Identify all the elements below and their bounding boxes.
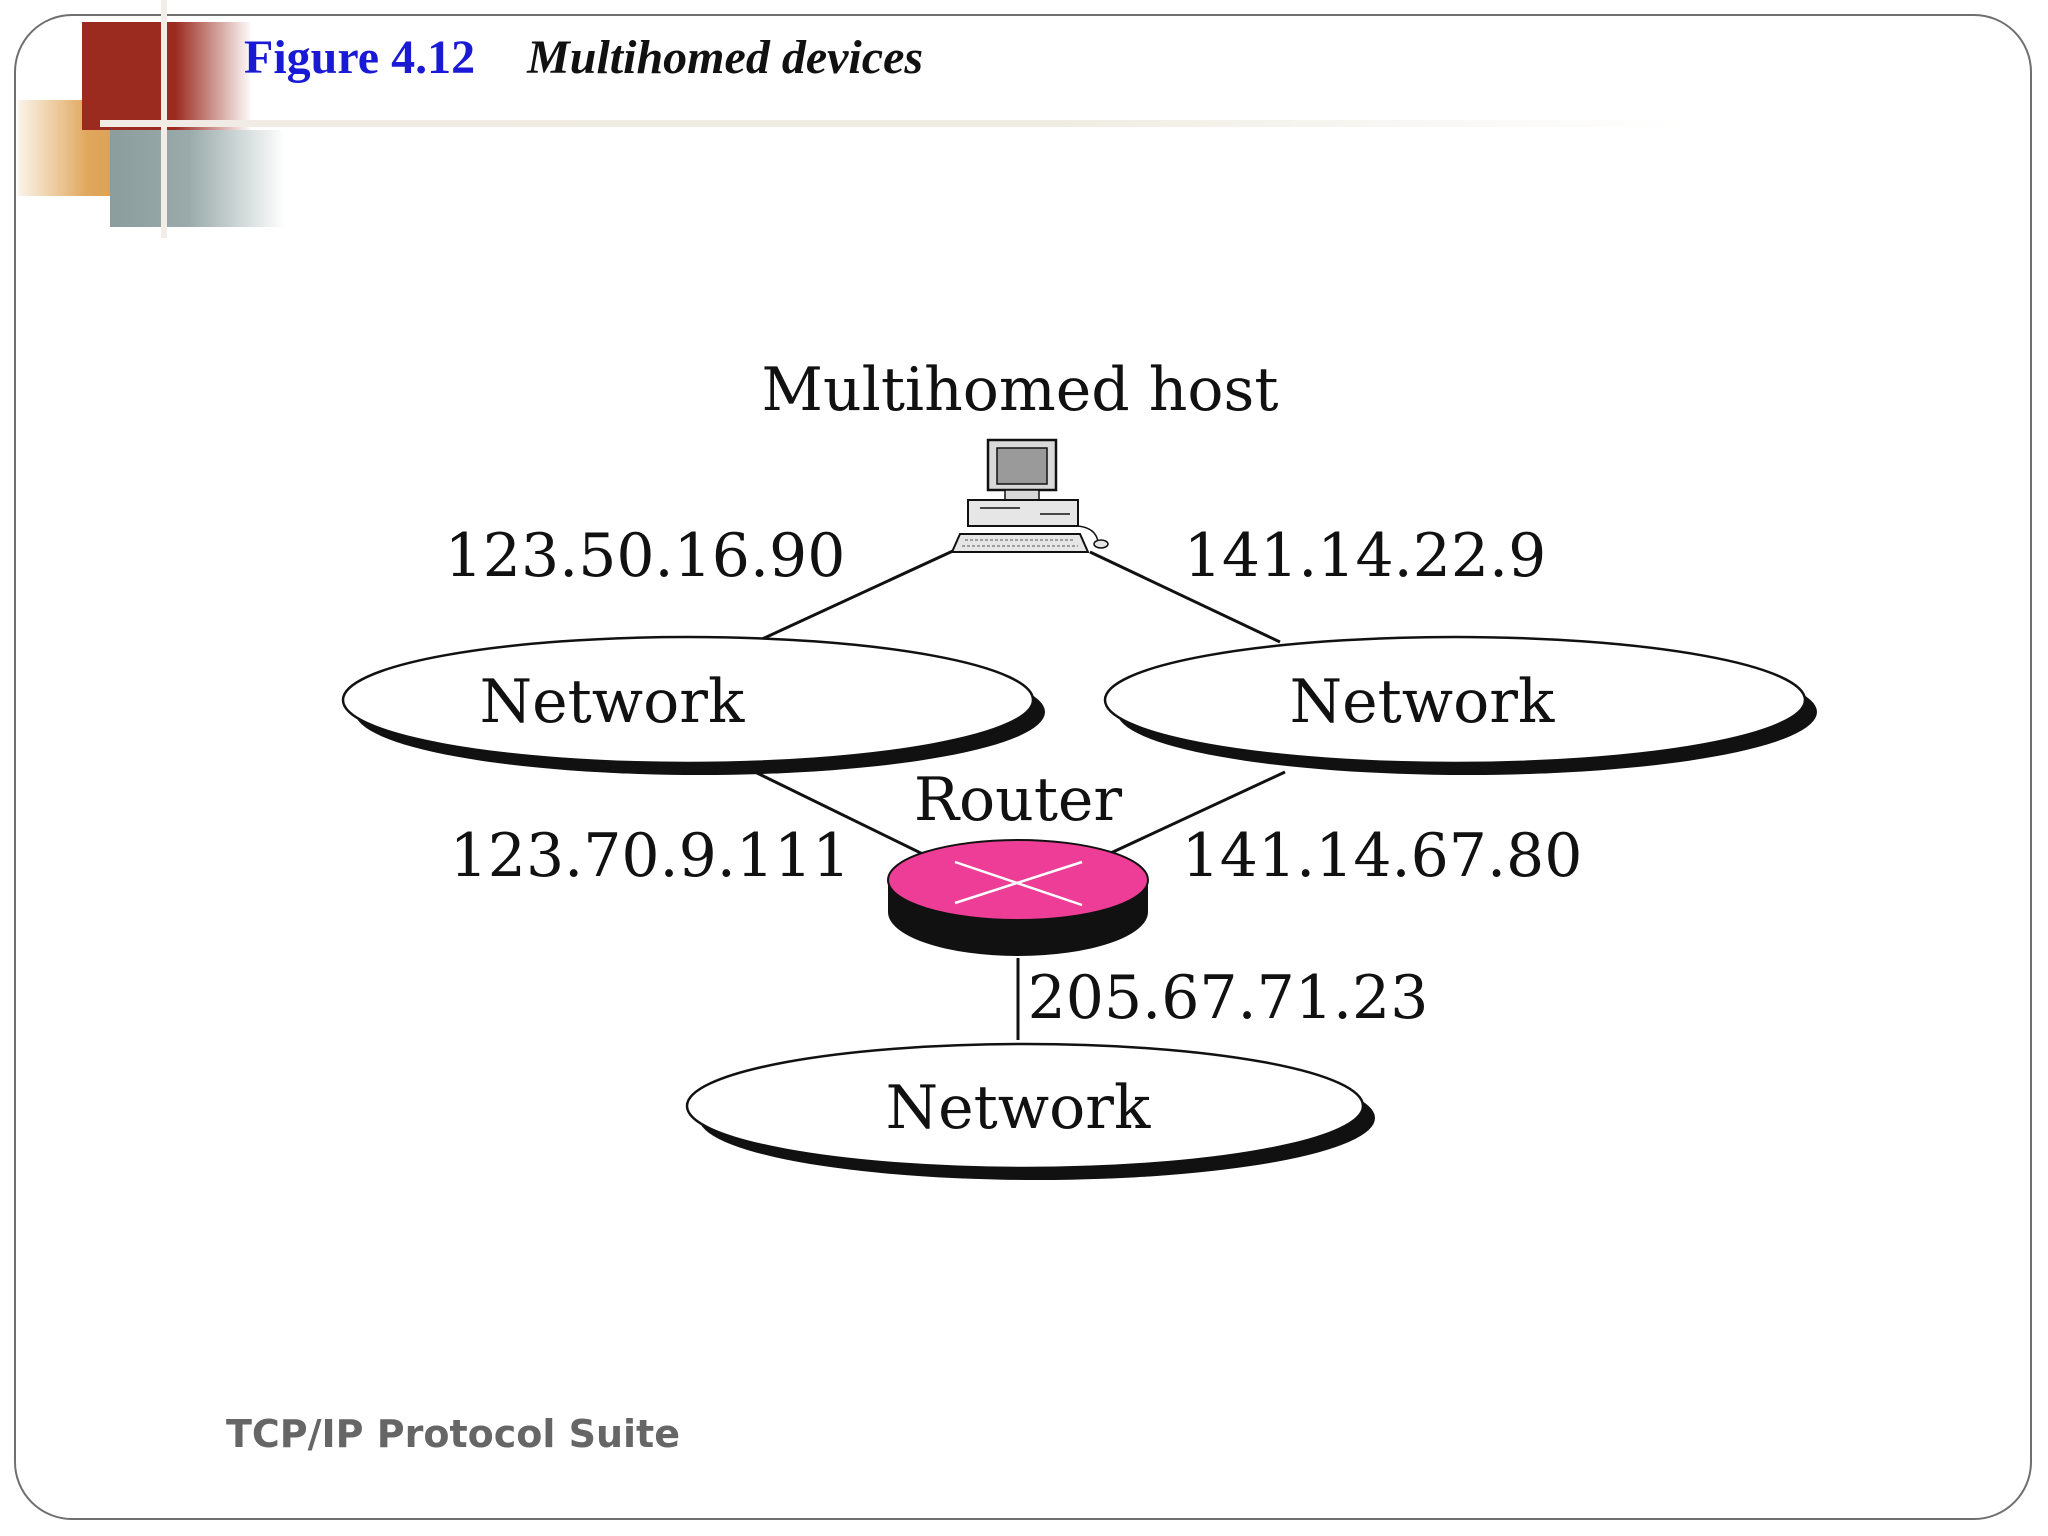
- network-bottom-label: Network: [886, 1073, 1151, 1143]
- figure-title: Figure 4.12 Multihomed devices: [244, 30, 923, 85]
- network-bottom: [685, 1042, 1375, 1180]
- router-ip-left: 123.70.9.111: [450, 821, 851, 891]
- network-right: [1103, 635, 1817, 775]
- link-host-right-network: [1089, 550, 1281, 644]
- network-right-label: Network: [1290, 667, 1555, 737]
- decor-vertical-line: [161, 0, 167, 238]
- host-ip-left: 123.50.16.90: [445, 521, 846, 591]
- router-label: Router: [914, 765, 1123, 835]
- router-ip-bottom: 205.67.71.23: [1028, 963, 1429, 1033]
- network-left-label: Network: [480, 667, 745, 737]
- link-left-network-router: [754, 770, 936, 862]
- decor-red-square: [82, 22, 252, 130]
- decor-grey-square: [110, 130, 285, 227]
- slide-frame: [14, 14, 2032, 1520]
- link-host-left-network: [759, 548, 956, 642]
- links: [754, 548, 1286, 1040]
- footer-text: TCP/IP Protocol Suite: [226, 1412, 680, 1456]
- network-left: [341, 635, 1045, 775]
- link-right-network-router: [1099, 770, 1286, 860]
- decor-horizontal-line: [100, 120, 1680, 127]
- desktop-computer-icon: [950, 438, 1109, 553]
- figure-number: Figure 4.12: [244, 31, 476, 84]
- host-ip-right: 141.14.22.9: [1184, 521, 1547, 591]
- router-ip-right: 141.14.67.80: [1182, 821, 1583, 891]
- router-icon: [887, 839, 1149, 956]
- figure-caption: Multihomed devices: [527, 31, 924, 84]
- host-label: Multihomed host: [762, 355, 1279, 425]
